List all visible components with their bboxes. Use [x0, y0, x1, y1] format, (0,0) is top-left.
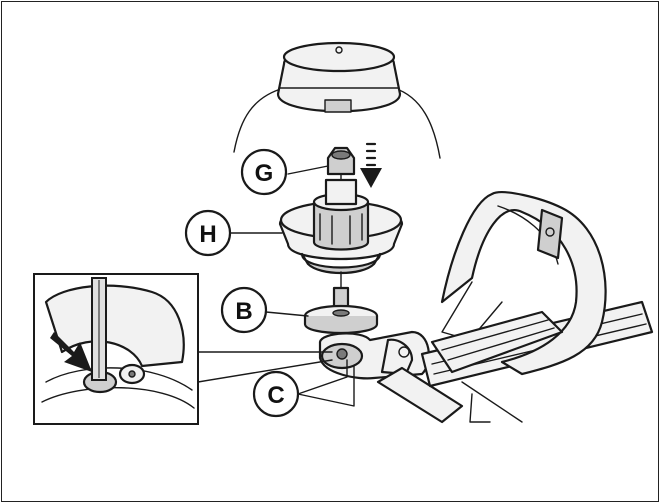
head-cover: [233, 41, 441, 159]
shaft-clamp: [469, 393, 491, 423]
callout-c-label: C: [267, 382, 284, 409]
nut-g: [326, 146, 356, 193]
spool-core: [312, 200, 370, 251]
callout-g: G: [240, 148, 288, 196]
trimmer-line-right: [393, 87, 441, 159]
trimmer-guard: [430, 191, 607, 376]
trimmer-line-left: [233, 87, 285, 153]
inset-detail: [33, 273, 199, 425]
leader-b: [265, 311, 309, 317]
callout-b-label: B: [235, 298, 252, 325]
leader-c-2: [297, 359, 348, 395]
callout-h: H: [184, 209, 232, 257]
callout-c: C: [252, 370, 300, 418]
washer-b: [303, 286, 379, 335]
spool-bottom: [300, 252, 382, 274]
callout-g-label: G: [255, 160, 274, 187]
leader-c-1: [297, 365, 355, 407]
spool-stem: [324, 178, 358, 206]
gear-foot: [376, 366, 464, 424]
cover-tab: [324, 99, 352, 113]
nut-hole: [331, 150, 351, 160]
shaft-rod: [461, 381, 523, 423]
arrow-down-icon: [50, 332, 92, 372]
cover-top: [282, 41, 396, 73]
dashed-arrow-down-icon: [360, 142, 382, 188]
guard-bracket: [536, 208, 564, 260]
spool-h: [278, 178, 404, 293]
callout-b: B: [220, 286, 268, 334]
guard-mount: [430, 310, 564, 374]
washer-side: [303, 314, 379, 335]
cover-center-hole: [335, 46, 343, 54]
callout-h-label: H: [199, 221, 216, 248]
inset-connector-bottom: [197, 359, 333, 383]
hex-key-icon: [91, 277, 107, 381]
leader-g: [287, 165, 329, 175]
